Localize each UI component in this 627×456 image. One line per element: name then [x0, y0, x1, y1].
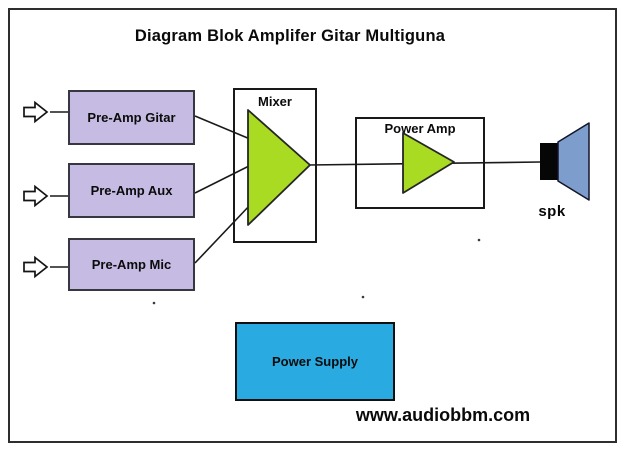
block-preamp-mic: Pre-Amp Mic	[68, 238, 195, 291]
block-preamp-mic-label: Pre-Amp Mic	[91, 257, 172, 272]
website-text: www.audiobbm.com	[355, 405, 531, 425]
block-preamp-gitar: Pre-Amp Gitar	[68, 90, 195, 145]
block-power-supply: Power Supply	[235, 322, 395, 401]
block-mixer: Mixer	[233, 88, 317, 243]
speaker-label: spk	[538, 203, 566, 220]
block-mixer-label: Mixer	[258, 94, 292, 109]
block-power-amp: Power Amp	[355, 117, 485, 209]
block-power-amp-label: Power Amp	[384, 121, 456, 136]
block-preamp-aux-label: Pre-Amp Aux	[90, 183, 173, 198]
block-preamp-gitar-label: Pre-Amp Gitar	[87, 110, 176, 125]
diagram-title: Diagram Blok Amplifer Gitar Multiguna	[134, 27, 446, 45]
block-power-supply-label: Power Supply	[272, 354, 358, 369]
block-preamp-aux: Pre-Amp Aux	[68, 163, 195, 218]
